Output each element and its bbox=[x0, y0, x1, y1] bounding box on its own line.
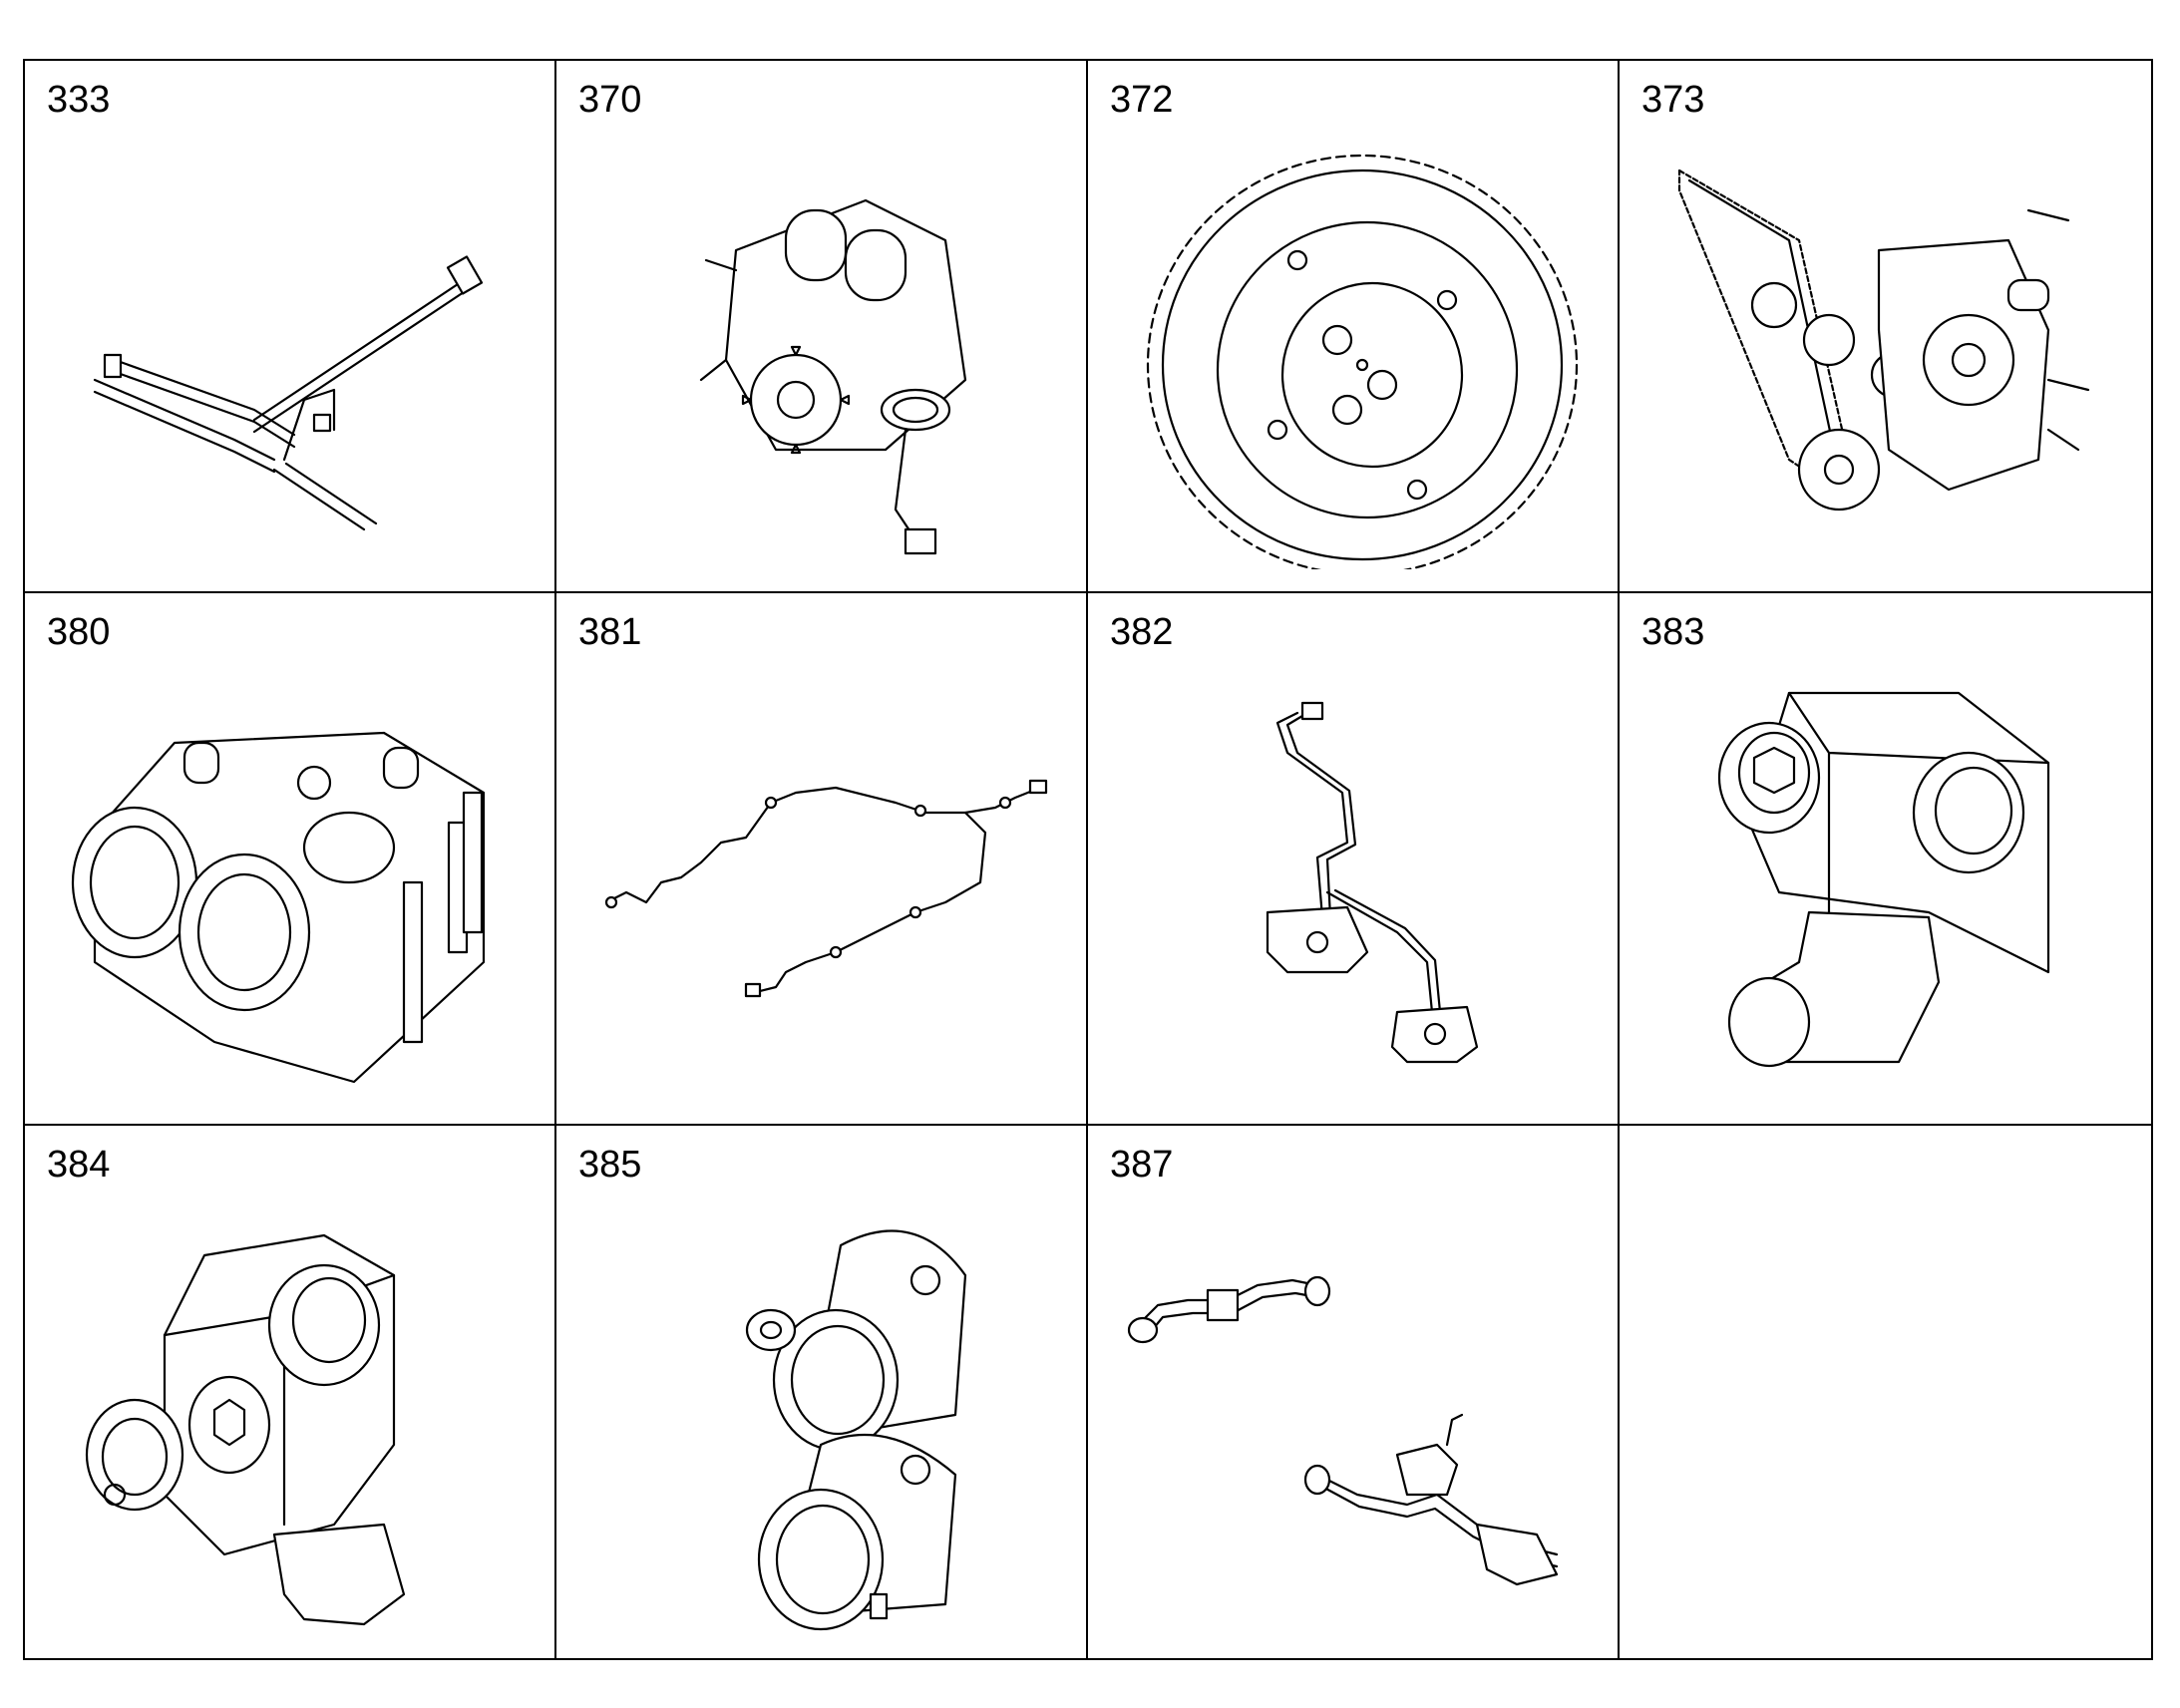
cell-382[interactable]: 382 bbox=[1088, 593, 1620, 1126]
cell-372[interactable]: 372 bbox=[1088, 61, 1620, 593]
wiring-harness-illustration bbox=[586, 663, 1055, 1102]
housing-illustration bbox=[55, 663, 524, 1102]
parts-grid: 333 370 bbox=[23, 59, 2153, 1660]
gear-illustration bbox=[1118, 131, 1587, 576]
part-number: 370 bbox=[578, 79, 642, 121]
part-number: 333 bbox=[47, 79, 111, 121]
part-number: 373 bbox=[1641, 79, 1705, 121]
cell-387[interactable]: 387 bbox=[1088, 1126, 1620, 1658]
part-number: 381 bbox=[578, 611, 642, 653]
cell-384[interactable]: 384 bbox=[25, 1126, 556, 1658]
cell-385[interactable]: 385 bbox=[556, 1126, 1088, 1658]
elbow-connectors-illustration bbox=[586, 1196, 1055, 1634]
part-number: 387 bbox=[1110, 1144, 1174, 1186]
cell-empty bbox=[1620, 1126, 2151, 1658]
belt-drive-assembly-illustration bbox=[1649, 131, 2118, 569]
line-assembly-illustration bbox=[1118, 663, 1587, 1102]
cell-333[interactable]: 333 bbox=[25, 61, 556, 593]
cell-370[interactable]: 370 bbox=[556, 61, 1088, 593]
pipe-assembly-illustration bbox=[55, 131, 524, 569]
part-number: 382 bbox=[1110, 611, 1174, 653]
cell-380[interactable]: 380 bbox=[25, 593, 556, 1126]
part-number: 384 bbox=[47, 1144, 111, 1186]
cell-373[interactable]: 373 bbox=[1620, 61, 2151, 593]
part-number: 385 bbox=[578, 1144, 642, 1186]
pump-assembly-illustration bbox=[586, 131, 1055, 569]
part-number: 372 bbox=[1110, 79, 1174, 121]
fitting-block-illustration bbox=[1649, 663, 2118, 1102]
cell-383[interactable]: 383 bbox=[1620, 593, 2151, 1126]
part-number: 383 bbox=[1641, 611, 1705, 653]
valve-block-illustration bbox=[55, 1196, 524, 1634]
part-number: 380 bbox=[47, 611, 111, 653]
hose-assembly-illustration bbox=[1118, 1196, 1587, 1634]
cell-381[interactable]: 381 bbox=[556, 593, 1088, 1126]
